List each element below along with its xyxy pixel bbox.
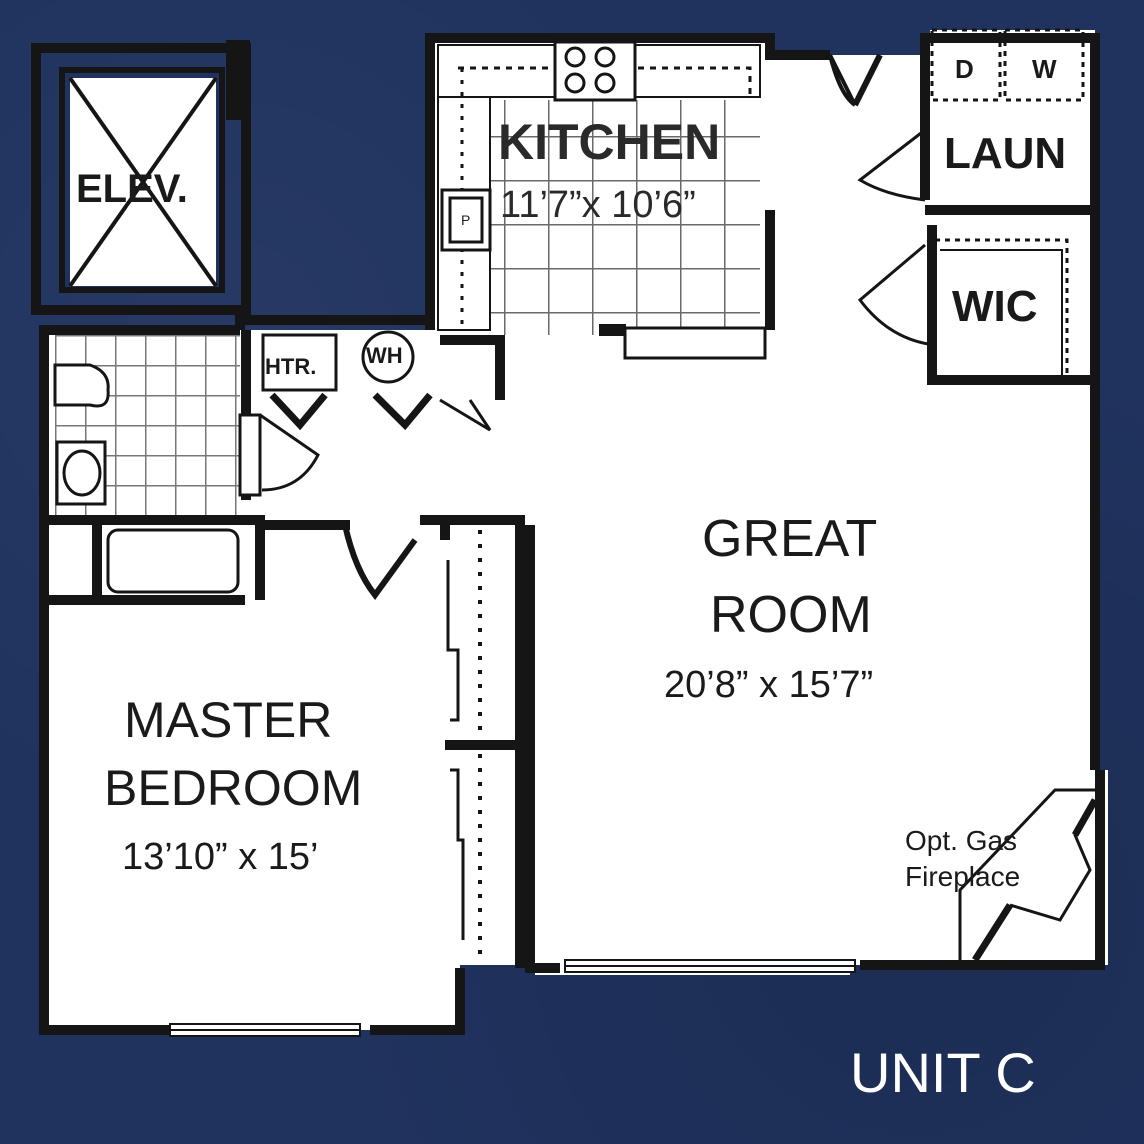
wic-label: WIC [952, 282, 1038, 331]
fireplace-label-2: Fireplace [905, 861, 1021, 892]
elevator-label: ELEV. [76, 167, 188, 211]
fireplace [958, 788, 1099, 962]
washer-dryer [930, 28, 1085, 102]
wic-shelf [935, 238, 1069, 378]
pantry-mark: P [461, 212, 470, 228]
great-room-label-1: GREAT [702, 510, 878, 568]
kitchen-counters [437, 40, 767, 360]
fireplace-label-1: Opt. Gas [905, 825, 1018, 856]
utility-equipment [261, 330, 415, 392]
floor-area [48, 30, 1108, 1030]
great-room-label-2: ROOM [710, 586, 872, 644]
unit-label: UNIT C [850, 1041, 1036, 1104]
kitchen-tile-floor [490, 100, 760, 335]
washer-label: W [1032, 54, 1057, 84]
heater-label: HTR. [265, 354, 317, 379]
windows [169, 959, 856, 1037]
kitchen-label: KITCHEN [498, 114, 721, 170]
bath-fixtures [53, 363, 240, 594]
laundry-label: LAUN [944, 129, 1067, 178]
great-room-dimensions: 20’8” x 15’7” [664, 664, 874, 706]
water-heater-label: WH [366, 343, 403, 368]
elevator [31, 40, 251, 315]
master-bedroom-dimensions: 13’10” x 15’ [122, 836, 319, 878]
closet [446, 530, 482, 960]
master-bedroom-label-2: BEDROOM [104, 760, 363, 816]
master-bedroom-label-1: MASTER [124, 692, 333, 748]
doors [238, 53, 936, 600]
dryer-label: D [955, 54, 974, 84]
kitchen-dimensions: 11’7”x 10’6” [500, 184, 696, 226]
